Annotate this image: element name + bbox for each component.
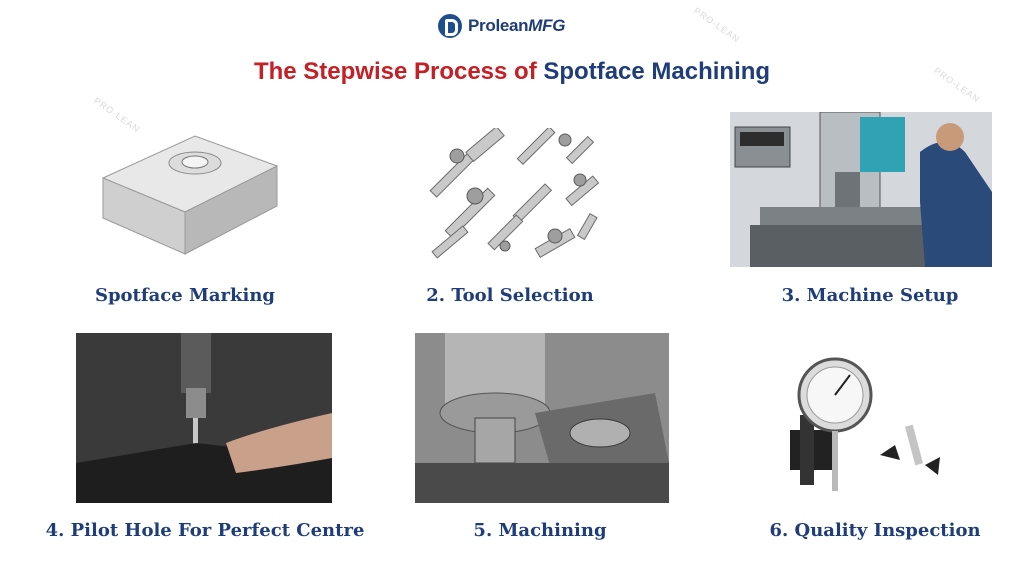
step-caption: 2. Tool Selection — [426, 285, 594, 306]
dial-indicator-image — [780, 345, 960, 505]
title-part-1: The Stepwise Process of — [253, 58, 544, 85]
step-caption: 6. Quality Inspection — [769, 520, 981, 541]
logo-text-suffix: MFG — [528, 16, 566, 35]
milling-machine-image — [730, 112, 992, 267]
title-part-2: Spotface Machining — [543, 58, 771, 85]
step-caption: 3. Machine Setup — [781, 285, 959, 306]
logo-text-main: Prolean — [468, 16, 529, 35]
spotface-block-image — [95, 108, 285, 258]
step-caption: Spotface Marking — [94, 285, 276, 306]
step-caption: 5. Machining — [473, 520, 607, 541]
watermark: PRO-LEAN — [692, 5, 742, 45]
logo-icon — [438, 14, 462, 38]
step-caption: 4. Pilot Hole For Perfect Centre — [45, 520, 365, 541]
brand-logo: ProleanMFG — [438, 11, 565, 41]
pilot-hole-drilling-image — [76, 333, 332, 503]
machining-image — [415, 333, 669, 503]
page-title: The Stepwise Process of Spotface Machini… — [0, 58, 1024, 86]
cutting-tools-image — [415, 128, 605, 273]
